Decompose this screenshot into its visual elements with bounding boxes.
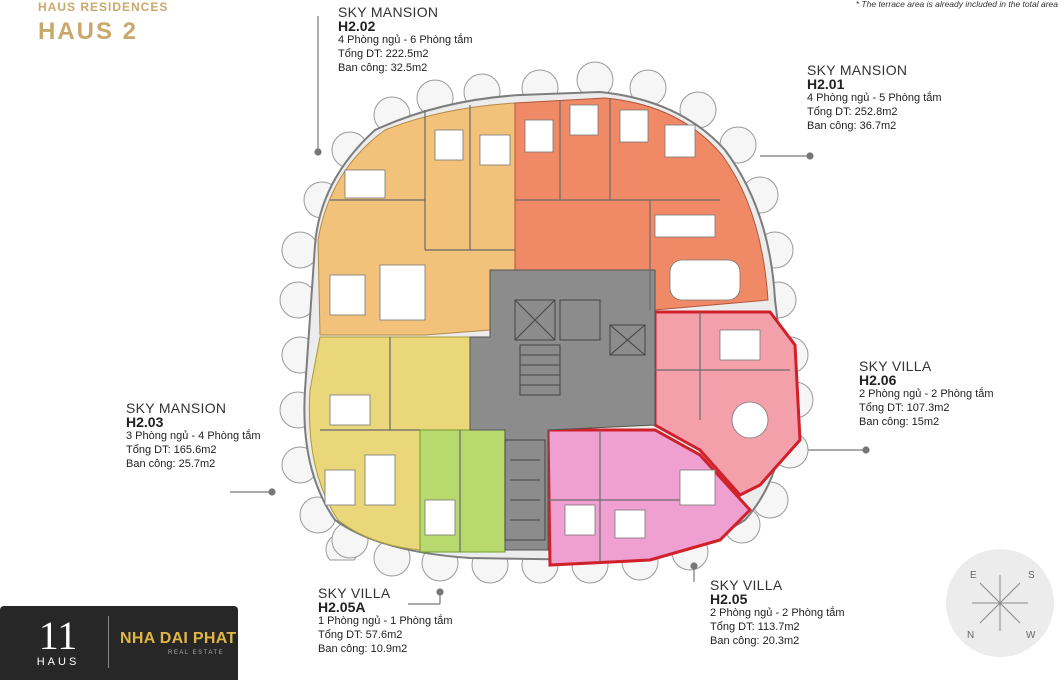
unit-rooms: 4 Phòng ngủ - 6 Phòng tắm	[338, 34, 473, 46]
brand-label: HAUS RESIDENCES	[38, 0, 169, 14]
unit-type: SKY VILLA	[859, 358, 932, 374]
interior-walls	[320, 98, 790, 562]
unit-balcony: Ban công: 32.5m2	[338, 62, 428, 74]
compass-w: W	[1026, 630, 1036, 641]
core-details	[504, 299, 646, 541]
label-h205: SKY VILLA H2.05 2 Phòng ngủ - 2 Phòng tắ…	[710, 578, 845, 648]
unit-balcony: Ban công: 10.9m2	[318, 643, 408, 655]
unit-total-area: Tổng DT: 57.6m2	[318, 629, 403, 641]
unit-total-area: Tổng DT: 107.3m2	[859, 402, 950, 414]
label-h203: SKY MANSION H2.03 3 Phòng ngủ - 4 Phòng …	[126, 401, 261, 471]
unit-rooms: 2 Phòng ngủ - 2 Phòng tắm	[710, 607, 845, 619]
unit-rooms: 2 Phòng ngủ - 2 Phòng tắm	[859, 388, 994, 400]
compass: E S N W	[946, 549, 1054, 657]
unit-type: SKY VILLA	[710, 577, 783, 593]
unit-h201-area[interactable]	[514, 97, 769, 311]
unit-code: H2.05A	[318, 599, 366, 615]
terrace-note: * The terrace area is already included i…	[855, 0, 1058, 9]
unit-code: H2.06	[859, 372, 897, 388]
unit-balcony: Ban công: 20.3m2	[710, 635, 800, 647]
unit-type: SKY MANSION	[126, 400, 227, 416]
unit-rooms: 1 Phòng ngủ - 1 Phòng tắm	[318, 615, 453, 627]
company-logo: 11 HAUS NHA DAI PHAT REAL ESTATE	[0, 606, 238, 680]
label-h205a: SKY VILLA H2.05A 1 Phòng ngủ - 1 Phòng t…	[318, 586, 453, 656]
company-name: NHA DAI PHAT	[120, 630, 237, 647]
unit-type: SKY MANSION	[807, 62, 908, 78]
unit-rooms: 4 Phòng ngủ - 5 Phòng tắm	[807, 92, 942, 104]
page-title: HAUS 2	[38, 18, 139, 45]
unit-balcony: Ban công: 15m2	[859, 416, 940, 428]
unit-total-area: Tổng DT: 113.7m2	[710, 621, 800, 633]
unit-balcony: Ban công: 36.7m2	[807, 120, 897, 132]
unit-h206-area[interactable]	[653, 310, 802, 497]
unit-type: SKY MANSION	[338, 4, 439, 20]
unit-rooms: 3 Phòng ngủ - 4 Phòng tắm	[126, 430, 261, 442]
company-subtitle: REAL ESTATE	[168, 650, 225, 656]
unit-total-area: Tổng DT: 252.8m2	[807, 106, 898, 118]
logo-mark-text: HAUS	[36, 656, 80, 668]
leader-lines	[230, 16, 870, 605]
unit-total-area: Tổng DT: 222.5m2	[338, 48, 429, 60]
haus-logo-mark: 11 HAUS	[30, 616, 86, 674]
unit-balcony: Ban công: 25.7m2	[126, 458, 216, 470]
label-h202: SKY MANSION H2.02 4 Phòng ngủ - 6 Phòng …	[338, 5, 473, 75]
logo-divider	[108, 616, 109, 668]
compass-e: E	[970, 570, 977, 581]
unit-total-area: Tổng DT: 165.6m2	[126, 444, 217, 456]
compass-s: S	[1028, 570, 1035, 581]
unit-code: H2.03	[126, 414, 164, 430]
label-h201: SKY MANSION H2.01 4 Phòng ngủ - 5 Phòng …	[807, 63, 942, 133]
unit-code: H2.05	[710, 591, 748, 607]
unit-code: H2.01	[807, 76, 845, 92]
unit-code: H2.02	[338, 18, 376, 34]
label-h206: SKY VILLA H2.06 2 Phòng ngủ - 2 Phòng tắ…	[859, 359, 994, 429]
unit-h205-area[interactable]	[546, 428, 753, 567]
unit-type: SKY VILLA	[318, 585, 391, 601]
compass-n: N	[967, 630, 974, 641]
furniture	[324, 104, 769, 539]
logo-mark-number: 11	[38, 613, 78, 658]
